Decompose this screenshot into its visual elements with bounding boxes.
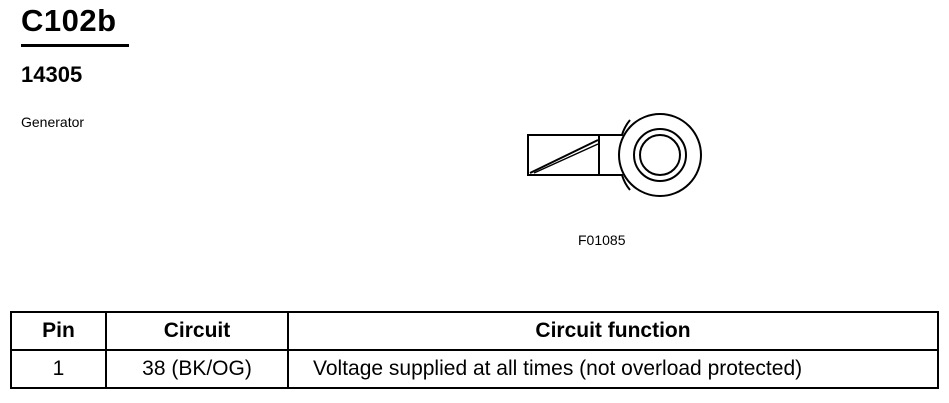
connector-id: C102b (21, 3, 117, 38)
terminal-hatch-line (533, 143, 599, 174)
table-row: 1 38 (BK/OG) Voltage supplied at all tim… (10, 349, 939, 389)
circuit-cell: 38 (BK/OG) (105, 349, 289, 389)
pin-table: Pin Circuit Circuit function 1 38 (BK/OG… (10, 311, 939, 389)
pin-cell: 1 (10, 349, 107, 389)
circuit-function-cell: Voltage supplied at all times (not overl… (287, 349, 939, 389)
table-header-row: Pin Circuit Circuit function (10, 311, 939, 351)
connector-id-underline (21, 44, 129, 47)
figure-code: F01085 (578, 232, 626, 248)
column-header-pin: Pin (10, 311, 107, 351)
terminal-hatch-line (529, 139, 599, 174)
terminal-ring-inner (639, 134, 681, 176)
column-header-circuit: Circuit (105, 311, 289, 351)
terminal-neck (599, 174, 631, 191)
terminal-neck (599, 119, 631, 136)
column-header-circuit-function: Circuit function (287, 311, 939, 351)
ring-terminal-connector-icon (527, 113, 702, 197)
part-number: 14305 (21, 62, 83, 87)
component-name: Generator (21, 114, 85, 130)
